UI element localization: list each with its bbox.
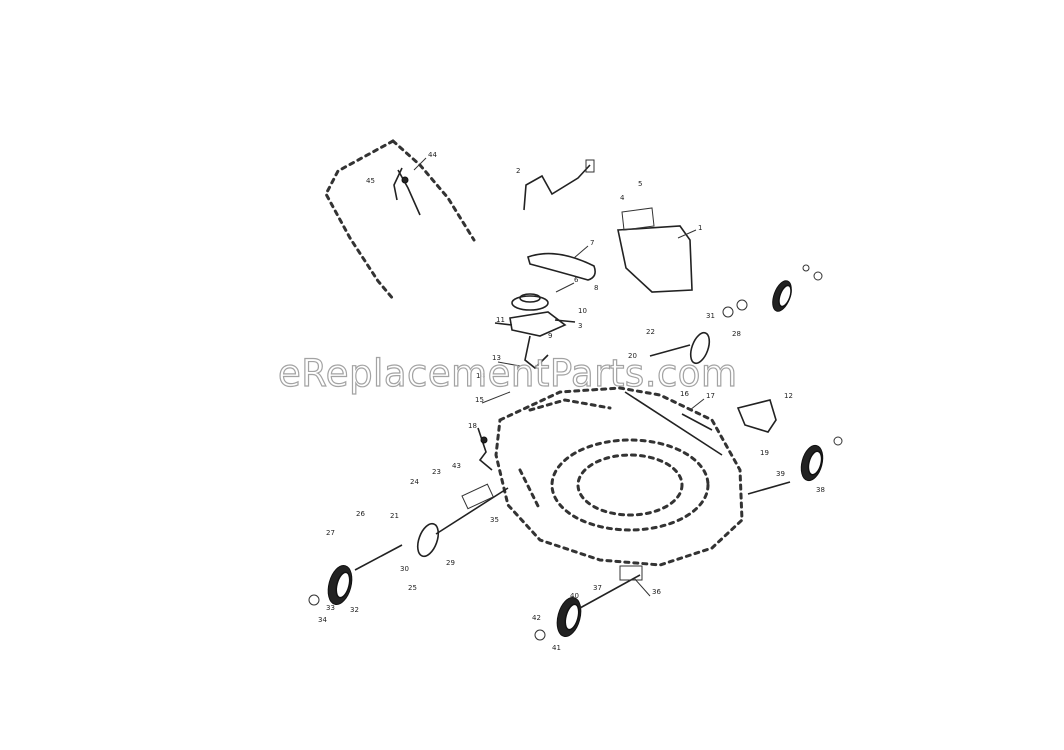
- part-label: 20: [628, 352, 637, 360]
- handle-assembly: [324, 139, 476, 302]
- part-label: 17: [706, 392, 715, 400]
- part-label: 39: [776, 470, 785, 478]
- part-label: 8: [594, 284, 598, 292]
- part-label: 24: [410, 478, 419, 486]
- part-label: 13: [492, 354, 501, 362]
- mower-deck: [494, 386, 744, 567]
- part-label: 35: [490, 516, 499, 524]
- part-label: 7: [590, 239, 594, 247]
- part-label: 14: [476, 372, 485, 380]
- part-label: 2: [516, 167, 520, 175]
- part-label: 34: [318, 616, 327, 624]
- part-label: 30: [400, 565, 409, 573]
- part-label: 36: [652, 588, 661, 596]
- leader-lines: [413, 157, 705, 597]
- part-label: 26: [356, 510, 365, 518]
- part-label: 45: [366, 177, 375, 185]
- part-label: 21: [390, 512, 399, 520]
- part-label: 33: [326, 604, 335, 612]
- part-label: 15: [475, 396, 484, 404]
- part-label: 9: [548, 332, 552, 340]
- part-label: 38: [816, 486, 825, 494]
- part-label: 10: [578, 307, 587, 315]
- drive-gear-left: [416, 483, 509, 558]
- part-label: 32: [350, 606, 359, 614]
- part-label: 40: [570, 592, 579, 600]
- part-label: 6: [574, 276, 579, 284]
- part-label: 42: [532, 614, 541, 622]
- wheel-front-bottom: [534, 565, 643, 641]
- part-label: 43: [452, 462, 461, 470]
- part-label: 11: [496, 316, 505, 324]
- rear-flap: [736, 399, 777, 433]
- part-label: 3: [578, 322, 582, 330]
- drive-belt: [527, 252, 596, 281]
- part-label: 23: [432, 468, 441, 476]
- part-label: 28: [732, 330, 741, 338]
- height-adjuster-spring: [477, 427, 493, 471]
- part-label: 27: [326, 529, 335, 537]
- part-label: 31: [706, 312, 715, 320]
- transmission-pulley: [494, 293, 576, 370]
- part-label: 41: [552, 644, 561, 652]
- part-label: 22: [646, 328, 655, 336]
- part-label: 16: [680, 390, 689, 398]
- part-label: 25: [408, 584, 417, 592]
- control-cable: [523, 159, 595, 211]
- rear-shield: [617, 207, 693, 293]
- part-label: 44: [428, 151, 437, 159]
- rear-axle: [624, 391, 723, 456]
- part-label: 12: [784, 392, 793, 400]
- wheel-front-left: [308, 544, 403, 606]
- wheel-rear-lower-right: [747, 436, 843, 495]
- wheel-rear-upper-right: [772, 264, 823, 312]
- drive-gear-right: [649, 299, 748, 365]
- part-label: 29: [446, 559, 455, 567]
- part-label: 1: [698, 224, 702, 232]
- part-label: 37: [593, 584, 602, 592]
- part-number-labels: 1 2 3 4 5 6 7 8 9 10 11 12 13 14 15 16 1…: [318, 151, 825, 652]
- watermark-text: eReplacementParts.com: [277, 351, 738, 395]
- part-label: 4: [620, 194, 625, 202]
- part-label: 19: [760, 449, 769, 457]
- part-label: 18: [468, 422, 477, 430]
- part-label: 5: [638, 180, 642, 188]
